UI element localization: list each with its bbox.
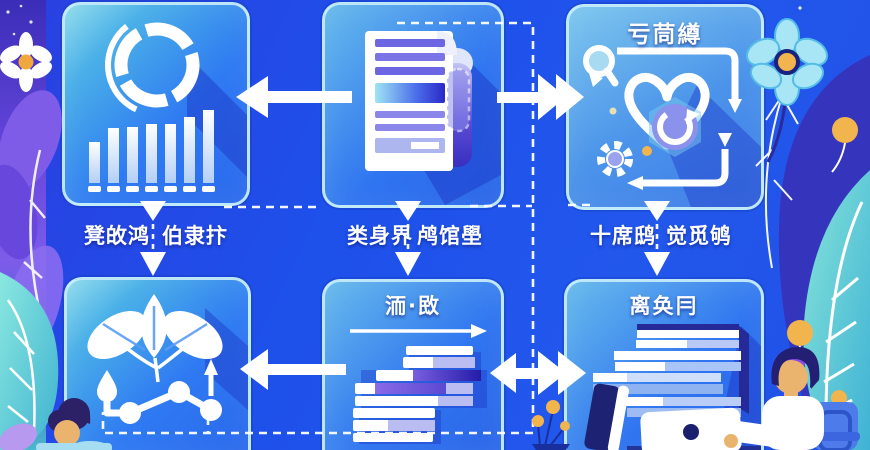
gantt-bars-icon: [353, 346, 481, 442]
yellow-dot: [609, 107, 617, 115]
potted-flowers-icon: [532, 400, 570, 450]
blue-flower-icon: [745, 18, 829, 106]
heart-icon: [624, 73, 710, 150]
heart-cycle-illustration: [583, 45, 761, 207]
cycle-arrows-icon: [617, 47, 739, 187]
connector-label-center-a: 类身界: [347, 224, 413, 248]
connector-label-left-a: 凳敀鸿: [84, 224, 150, 248]
donut-chart-icon: [105, 13, 209, 117]
cycle-arrowheads: [627, 99, 742, 190]
arrow-bidirectional-bottom: [490, 351, 586, 395]
lavender-leaf-icon: [0, 423, 37, 450]
panel-analytics: [62, 2, 250, 206]
analytics-illustration: [88, 13, 247, 192]
icon-shadow: [187, 55, 247, 177]
gantt-illustration: [350, 324, 487, 444]
connector-label-right-b: 觉觅鸲: [666, 224, 732, 248]
panel-title-gantt: 洏·敃: [385, 294, 441, 318]
panel-report: 离奂冃: [564, 279, 764, 450]
panel-title-heart-cycle: 亏茼繜: [627, 22, 703, 48]
growth-illustration: [87, 294, 248, 424]
droplet-icon: [97, 370, 117, 402]
leaf-veins-icon: [6, 299, 36, 433]
refresh-icon: [652, 104, 700, 150]
sparkle-dot-icon: [798, 6, 802, 10]
monitor-icon: [584, 383, 629, 450]
connector-label-right-a: 十席鸱: [590, 224, 656, 248]
magnifier-icon: [583, 45, 619, 87]
laptop-icon: [640, 407, 742, 450]
panel-heart-cycle: 亏茼繜: [566, 4, 764, 210]
white-flower-icon: [0, 32, 52, 92]
connector-label-center-b: 鸬馆壆: [417, 224, 483, 248]
orange-dot: [642, 146, 652, 156]
right-arrow-icon: [350, 324, 487, 338]
arrow-down-right-column: [644, 201, 670, 276]
panel-document: [322, 2, 504, 208]
up-arrow-icon: [204, 359, 218, 396]
panel-growth: [64, 277, 251, 450]
document-icon: [365, 31, 457, 171]
arrow-left-top: [236, 76, 352, 118]
report-illustration: [584, 324, 761, 450]
arrow-down-center-column: [395, 201, 421, 276]
connector-label-left-b: 伯隶抃: [162, 224, 228, 248]
document-illustration: [365, 31, 501, 205]
node-graph-icon: [97, 359, 222, 424]
teal-leaf-icon: [0, 272, 59, 450]
dashed-loop-line: [101, 21, 592, 435]
arrow-right-double-top: [497, 74, 584, 120]
sprout-icon: [87, 294, 223, 383]
arrow-down-left-column: [140, 201, 166, 276]
branch-vein-icon: [23, 149, 46, 323]
person-bottom-left: [36, 398, 112, 450]
left-foliage-decoration: [0, 0, 64, 450]
teal-leaf-icon: [803, 170, 870, 450]
dashed-arrow-stems: [151, 224, 659, 250]
branch-icon: [755, 95, 799, 269]
pen-outline-icon: [445, 67, 471, 133]
gear-icon: [597, 141, 633, 177]
person-bottom-right: [724, 347, 860, 450]
arrow-left-bottom: [240, 349, 346, 390]
bar-chart-icon: [88, 110, 215, 192]
leaf-veins-icon: [823, 201, 864, 441]
panel-title-report: 离奂冃: [629, 294, 699, 318]
